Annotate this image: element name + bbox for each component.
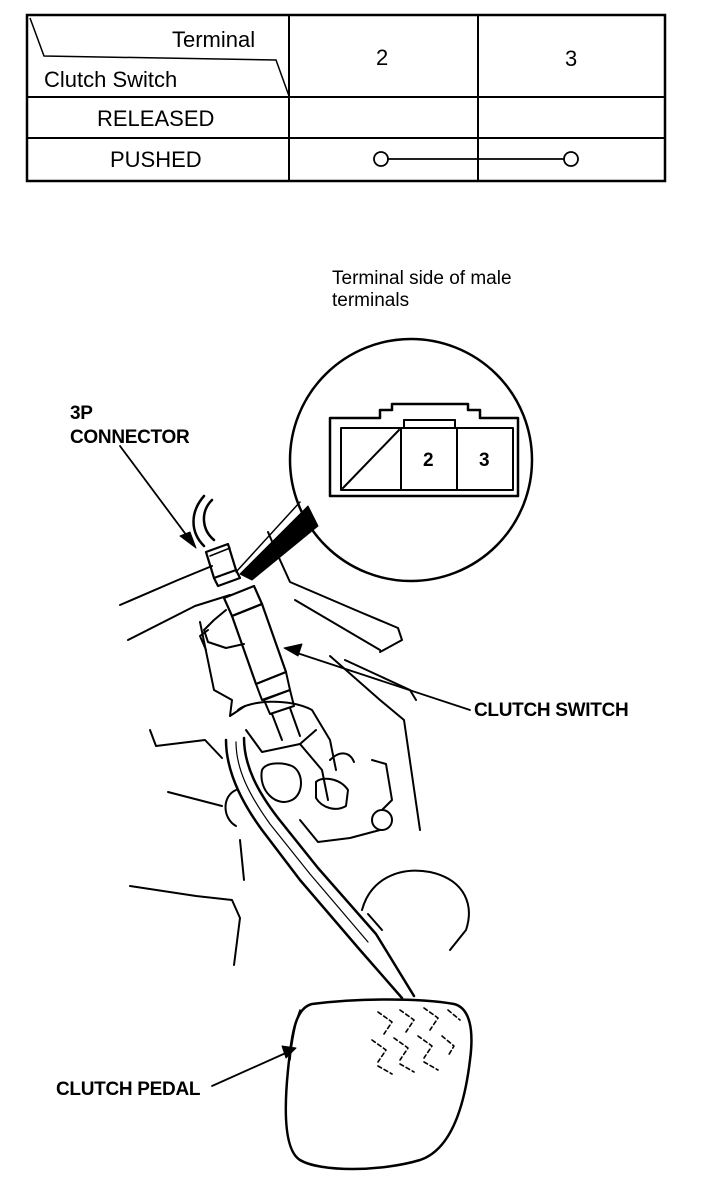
callout-3p-line1: 3P [70, 403, 93, 424]
inset-pin-2: 2 [423, 450, 434, 471]
connector-inset-circle [288, 337, 534, 583]
continuity-symbol [373, 151, 579, 167]
3p-connector-plug [204, 542, 242, 588]
callout-leaders [119, 445, 471, 1087]
table-grid [25, 13, 667, 183]
col-header-terminal-2: 2 [376, 45, 389, 70]
callout-connector-line2: CONNECTOR [70, 427, 190, 448]
clutch-switch-body [199, 584, 301, 741]
inset-caption-line1: Terminal side of male [332, 268, 512, 289]
col-header-terminal-3: 3 [565, 46, 578, 71]
callout-clutch-switch: CLUTCH SWITCH [474, 700, 629, 721]
corner-clutch-switch-label: Clutch Switch [44, 67, 178, 92]
pedal-arm [224, 736, 416, 1000]
inset-caption-line2: terminals [332, 290, 410, 311]
row-label-released: RELEASED [97, 106, 215, 131]
corner-terminal-label: Terminal [172, 27, 256, 52]
row-label-pushed: PUSHED [110, 147, 202, 172]
inset-pin-3: 3 [479, 450, 490, 471]
inset-leader-wedge [239, 505, 319, 581]
callout-clutch-pedal: CLUTCH PEDAL [56, 1079, 201, 1100]
callout-3p-connector: 3P CONNECTOR [70, 402, 190, 450]
inset-caption: Terminal side of male terminals [332, 268, 512, 312]
clutch-pedal-pad [284, 998, 473, 1171]
